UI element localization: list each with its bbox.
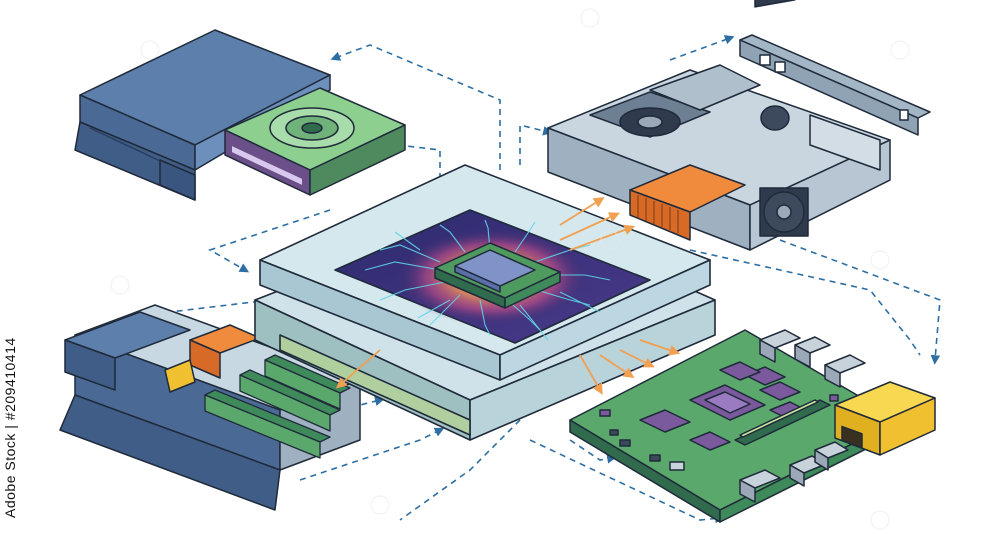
processor-chip	[434, 242, 561, 309]
stock-prefix: Adobe Stock | #	[2, 411, 18, 518]
circuit-traces	[364, 219, 611, 341]
rear-bracket	[739, 34, 931, 136]
connector-board-left	[569, 439, 617, 464]
connector-board-right	[779, 239, 941, 365]
optical-drive	[224, 87, 406, 196]
heat-arrows	[335, 197, 681, 395]
stock-id: 209410414	[2, 337, 18, 412]
connector-top-case	[330, 44, 501, 170]
cooling-assembly	[547, 0, 891, 251]
stock-id-label: Adobe Stock | #209410414	[2, 318, 22, 518]
connector-base	[399, 419, 521, 521]
connector-ram-right	[339, 396, 385, 411]
connector-cooling	[519, 123, 553, 165]
connector-ram-lower	[299, 427, 445, 481]
stock-watermarks	[110, 8, 910, 530]
power-supply	[834, 381, 936, 456]
connector-left-drive-lower	[208, 209, 331, 273]
connector-bracket	[669, 35, 735, 61]
ram-modules	[204, 354, 351, 459]
connector-cooling-right	[689, 249, 921, 356]
